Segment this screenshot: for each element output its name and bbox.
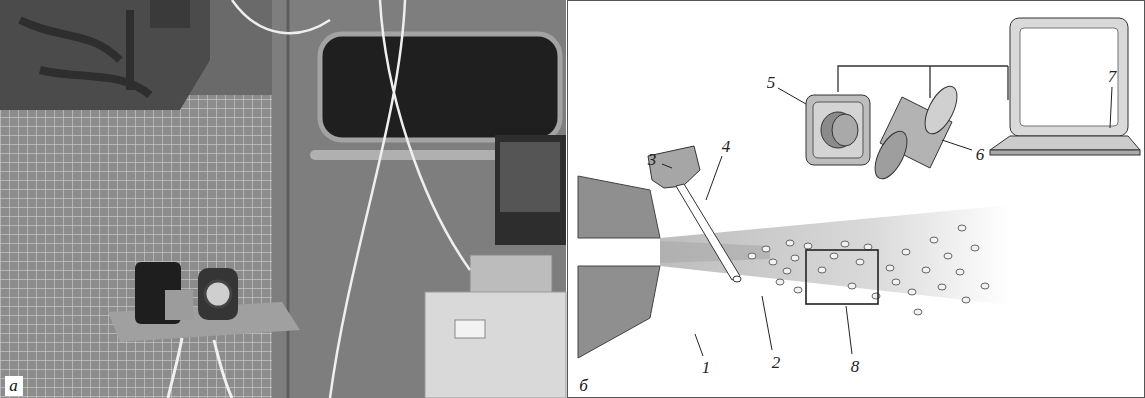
camera [806,95,870,165]
photo [0,0,566,398]
laser-lens [205,281,231,307]
screen [500,142,560,212]
laser-end [919,81,964,138]
power-unit [425,292,566,398]
panel-letter: а [5,376,23,396]
window [320,34,560,140]
camera-block [165,290,193,320]
pipes [20,10,150,95]
callout-number: 7 [1108,68,1117,85]
callout-number: 5 [767,74,776,91]
scheme [568,1,1145,398]
device [470,255,552,295]
laptop-display [1020,28,1118,126]
photo-ground [0,0,566,398]
laser-body [198,268,238,320]
nozzle-lower [578,266,660,358]
wall-seam [287,0,290,398]
probe-holder [648,146,700,188]
callout-number: 2 [772,354,781,371]
chamber-wall [272,0,566,398]
laptop-edge [990,150,1140,155]
mesh-screen [0,95,272,398]
plasma-jet [660,205,1010,305]
laser-aperture [869,126,914,183]
probe-rod [676,184,740,280]
leader-lines [662,87,1112,356]
callout-number: 1 [702,359,711,376]
panel-sticker [455,320,485,338]
particles [748,225,989,315]
nozzle-upper [578,176,660,238]
measurement-zone [806,250,878,304]
callout-number: 8 [851,358,860,375]
laptop-screen [1010,18,1128,136]
laptop-base [990,136,1140,150]
callout-number: 3 [648,151,657,168]
probe-tip [733,276,741,282]
panel-letter: б [575,376,593,396]
callout-number: 6 [976,146,985,163]
callout-number: 4 [722,138,731,155]
scheme-frame [568,1,1145,398]
machinery [0,0,210,110]
valve [150,0,190,28]
camera-face [813,102,863,158]
wires [232,0,470,398]
monitor [495,135,566,245]
lens-barrel [832,114,858,146]
cables [168,338,232,398]
